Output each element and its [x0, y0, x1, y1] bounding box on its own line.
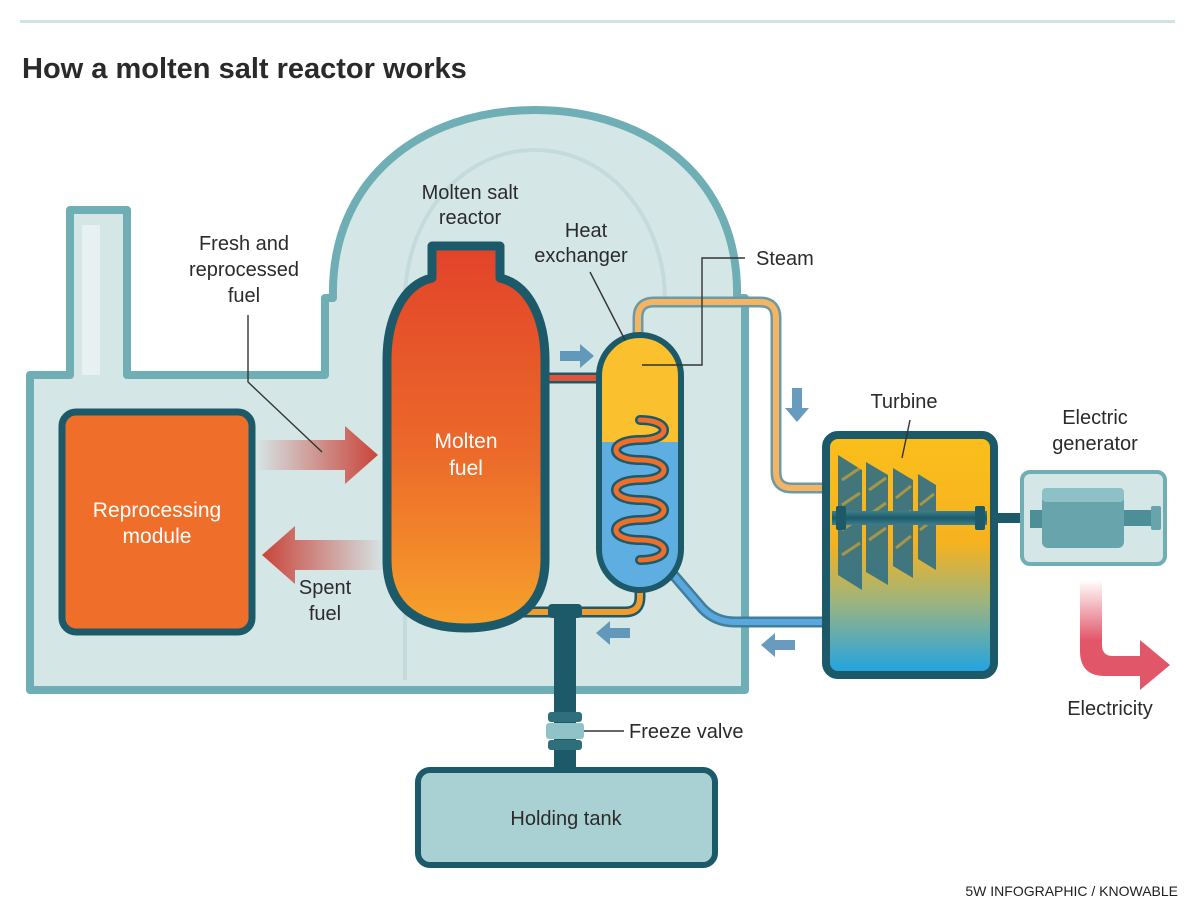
reprocessing-module: Reprocessing module	[58, 408, 256, 636]
generator-label-line1: Electric	[1062, 407, 1128, 429]
freeze-valve-label: Freeze valve	[629, 721, 744, 743]
fresh-fuel-label-line1: Fresh and	[199, 233, 289, 255]
flow-arrow-down	[785, 388, 809, 422]
generator-label-line2: generator	[1052, 433, 1138, 455]
flow-arrow-left-2	[761, 633, 795, 657]
electricity-label: Electricity	[1067, 698, 1153, 720]
molten-fuel-label-line1: Molten	[434, 430, 497, 453]
flow-arrow-left-1	[596, 621, 630, 645]
molten-fuel-label-line2: fuel	[449, 457, 483, 480]
holding-tank-label: Holding tank	[510, 808, 622, 830]
reprocessing-label-line1: Reprocessing	[93, 499, 221, 522]
leader-lines	[247, 257, 911, 732]
electric-generator	[1020, 470, 1167, 566]
spent-fuel-arrow	[262, 526, 385, 584]
top-rule	[20, 20, 1175, 23]
freeze-valve-icon	[546, 723, 584, 739]
heat-exchanger	[596, 332, 684, 593]
turbine-label: Turbine	[870, 391, 937, 413]
turbine	[822, 431, 998, 679]
holding-tank: Holding tank	[415, 767, 718, 868]
flow-arrow-right	[560, 344, 594, 368]
heat-exchanger-label-line2: exchanger	[534, 245, 628, 267]
spent-fuel-label-line2: fuel	[309, 603, 341, 625]
reactor-label-line1: Molten salt	[422, 182, 519, 204]
flow-arrows	[560, 344, 809, 657]
reactor-label-line2: reactor	[439, 207, 502, 229]
source-credit: 5W INFOGRAPHIC / KNOWABLE	[965, 883, 1178, 899]
drain-pipe	[546, 604, 584, 775]
page-title: How a molten salt reactor works	[22, 53, 467, 85]
spent-fuel-label-line1: Spent	[299, 577, 352, 599]
molten-salt-reactor: Molten fuel	[382, 241, 550, 633]
reprocessing-label-line2: module	[123, 525, 192, 548]
generator-shaft	[990, 513, 1030, 523]
fresh-fuel-arrow	[255, 426, 378, 484]
turbine-shaft	[832, 511, 987, 525]
electricity-arrow	[1080, 580, 1170, 690]
fresh-fuel-label-line2: reprocessed	[189, 259, 299, 281]
fresh-fuel-label-line3: fuel	[228, 285, 260, 307]
heat-exchanger-label-line1: Heat	[565, 220, 608, 242]
steam-label: Steam	[756, 248, 814, 270]
